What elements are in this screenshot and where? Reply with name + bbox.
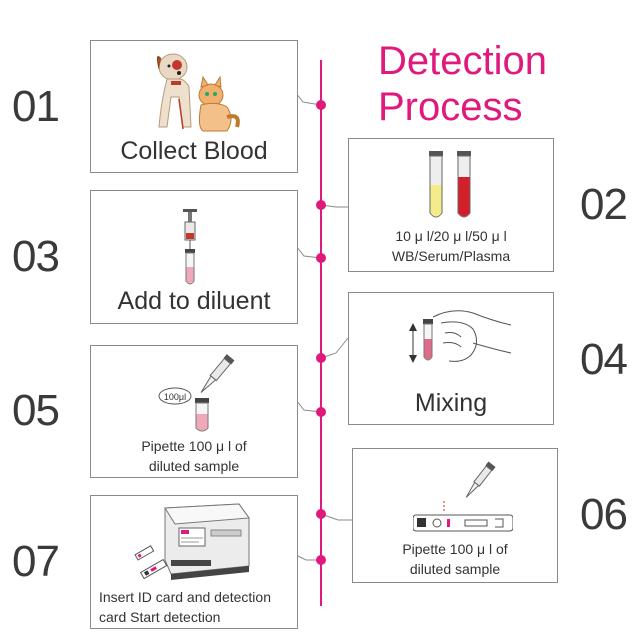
pipette-tube-icon: 100μl (158, 354, 235, 432)
timeline-dot-06 (316, 509, 326, 519)
pipette-test-card-icon (413, 461, 513, 532)
step-number-03: 03 (12, 232, 60, 281)
step-03-label: Add to diluent (117, 287, 271, 315)
step-02-card: 10 μ l/20 μ l/50 μ l WB/Serum/Plasma (348, 138, 554, 272)
page-title: Detection Process (378, 38, 578, 130)
title-line-1: Detection (378, 39, 547, 83)
dog-and-cat-icon (156, 53, 240, 132)
step-06-text-line-2: diluted sample (409, 561, 501, 577)
step-05-text-line-2: diluted sample (148, 458, 240, 474)
timeline-dot-03 (316, 253, 326, 263)
step-07-card: Insert ID card and detection card Start … (90, 495, 298, 629)
step-04-label: Mixing (414, 389, 488, 417)
analyzer-device-icon (134, 503, 250, 580)
step-number-05: 05 (12, 386, 60, 435)
step-02-volume-text: 10 μ l/20 μ l/50 μ l (395, 228, 507, 244)
step-number-02: 02 (580, 180, 628, 229)
volume-tag: 100μl (164, 392, 186, 402)
step-number-01: 01 (12, 82, 60, 131)
step-07-text-line-2: card Start detection (99, 609, 221, 625)
timeline-dot-02 (316, 200, 326, 210)
step-02-sample-type-text: WB/Serum/Plasma (391, 248, 511, 264)
step-04-card: Mixing (348, 292, 554, 425)
timeline-line (320, 60, 322, 606)
title-line-2: Process (378, 85, 523, 129)
hand-shaking-tube-icon (409, 310, 512, 363)
timeline-dot-04 (316, 353, 326, 363)
step-number-06: 06 (580, 490, 628, 539)
timeline-dot-01 (316, 100, 326, 110)
step-05-text-line-1: Pipette 100 μ l of (141, 438, 247, 454)
step-06-card: Pipette 100 μ l of diluted sample (352, 448, 558, 583)
step-03-card: Add to diluent (90, 190, 298, 324)
step-01-card: Collect Blood (90, 40, 298, 173)
step-06-text-line-1: Pipette 100 μ l of (402, 541, 508, 557)
step-05-card: 100μl Pipette 100 μ l of diluted sample (90, 345, 298, 478)
timeline-dot-05 (316, 407, 326, 417)
step-number-07: 07 (12, 537, 60, 586)
step-01-label: Collect Blood (120, 137, 268, 165)
syringe-diluent-icon (183, 209, 197, 285)
step-number-04: 04 (580, 335, 628, 384)
step-07-text-line-1: Insert ID card and detection (99, 589, 271, 605)
sample-tubes-icon (429, 151, 471, 218)
timeline-dot-07 (316, 555, 326, 565)
